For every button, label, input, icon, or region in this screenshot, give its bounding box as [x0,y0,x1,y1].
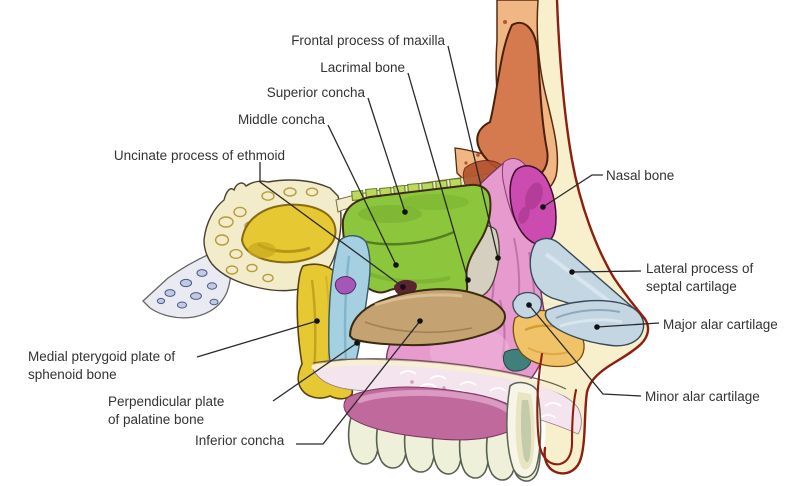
sphenoid-group [142,179,354,400]
label-major-alar-cartilage: Major alar cartilage [663,317,778,332]
label-uncinate-process-of-ethmoid: Uncinate process of ethmoid [113,148,285,163]
label-frontal-process-of-maxilla: Frontal process of maxilla [291,33,445,48]
leader-dots [314,204,600,346]
purple-accent [334,276,357,295]
label-line: of palatine bone [108,412,205,427]
label-line: Lateral process of [646,261,754,276]
label-line: septal cartilage [646,279,737,294]
label-line: Perpendicular plate [108,394,225,409]
label-line: sphenoid bone [28,367,117,382]
cartilage-group [512,237,645,347]
label-lateral-process-of-septal-cartilage: Lateral process of septal cartilage [646,260,753,296]
sectioned-incisor [506,381,542,479]
frontal-sinus-cavity [476,21,549,180]
label-line: Medial pterygoid plate of [28,349,176,364]
leader-lines [196,45,660,445]
label-superior-concha: Superior concha [266,85,365,100]
skin-contours [536,0,650,475]
label-minor-alar-cartilage: Minor alar cartilage [645,389,760,404]
label-medial-pterygoid-plate: Medial pterygoid plate of sphenoid bone [28,348,175,384]
label-middle-concha: Middle concha [237,112,325,127]
label-perpendicular-plate: Perpendicular plate of palatine bone [108,393,224,429]
alveolar-region [311,358,582,482]
label-inferior-concha: Inferior concha [195,433,285,448]
label-lacrimal-bone: Lacrimal bone [320,60,405,75]
inferior-concha-group [348,288,506,347]
inferior-concha-shape [348,288,506,347]
label-nasal-bone: Nasal bone [606,168,675,183]
